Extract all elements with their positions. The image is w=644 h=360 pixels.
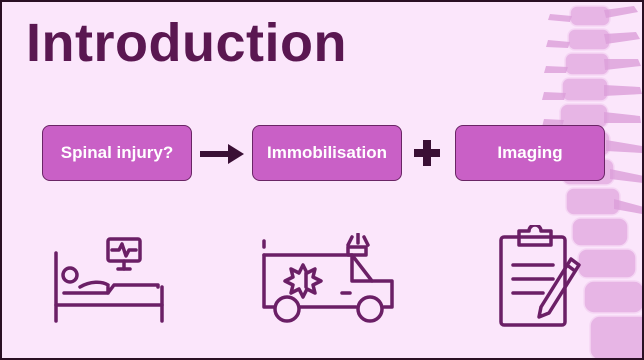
spine-icon: [542, 5, 642, 358]
step-spinal-injury: Spinal injury?: [42, 125, 192, 181]
step-label: Immobilisation: [267, 143, 387, 162]
slide-title: Introduction: [26, 13, 347, 73]
step-immobilisation: Immobilisation: [252, 125, 402, 181]
hospital-bed-icon: [54, 237, 164, 323]
step-label: Imaging: [497, 143, 563, 162]
step-label: Spinal injury?: [60, 143, 174, 162]
clipboard-icon: [499, 225, 581, 327]
arrow-right-icon: [200, 144, 244, 164]
plus-icon: [414, 140, 440, 166]
ambulance-icon: [262, 233, 394, 323]
step-imaging: Imaging: [455, 125, 605, 181]
